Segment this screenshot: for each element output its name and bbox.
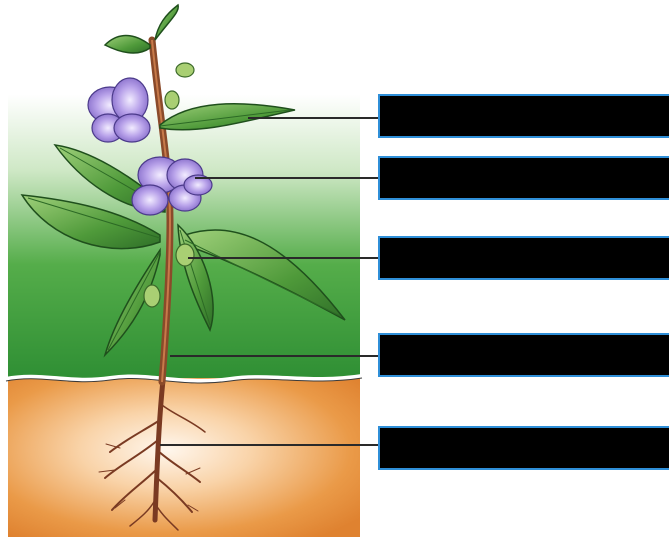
label-box-flower bbox=[378, 156, 669, 200]
label-box-leaf bbox=[378, 94, 669, 138]
soil-background bbox=[8, 378, 360, 537]
label-box-root bbox=[378, 426, 669, 470]
label-box-fruit bbox=[378, 236, 669, 280]
label-box-stem bbox=[378, 333, 669, 377]
